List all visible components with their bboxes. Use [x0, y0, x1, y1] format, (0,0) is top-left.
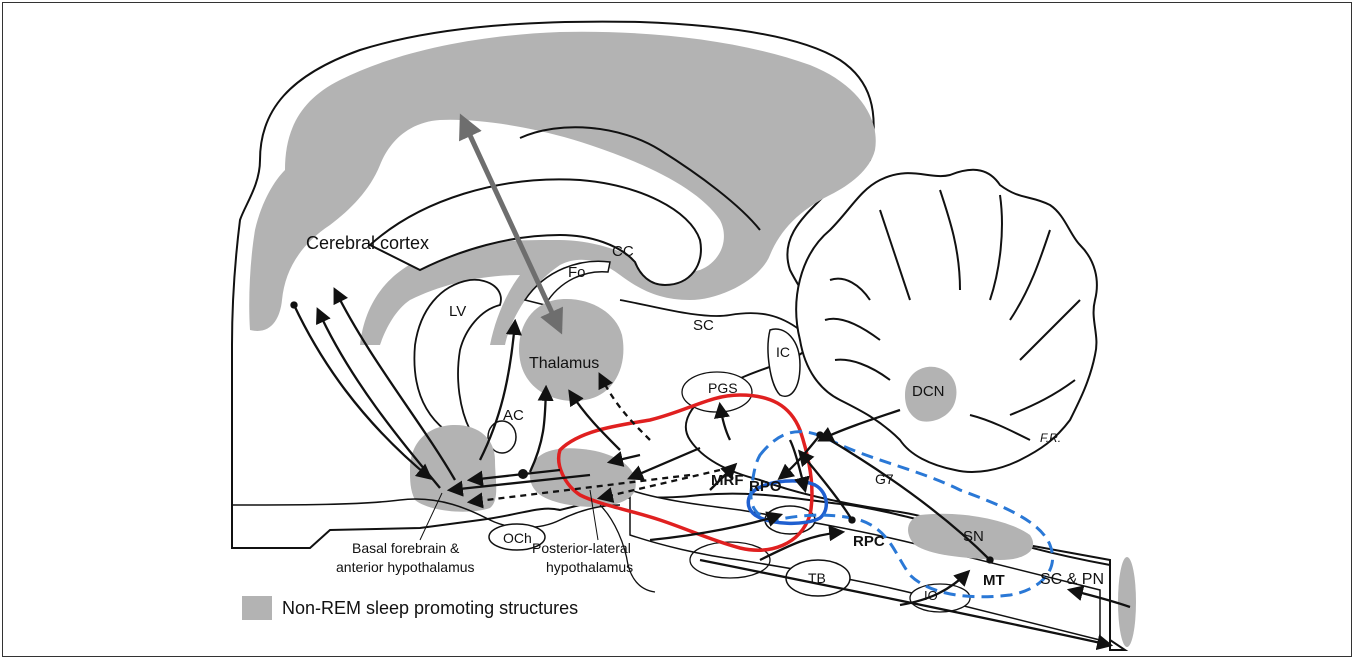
label-och: OCh: [503, 530, 532, 546]
label-sc: SC: [693, 317, 714, 334]
label-dcn: DCN: [912, 383, 945, 400]
label-g7: G7: [875, 471, 894, 487]
label-cc: CC: [612, 243, 634, 260]
label-ic: IC: [776, 344, 790, 360]
label-mrf: MRF: [711, 472, 744, 489]
label-io: IO: [924, 588, 938, 603]
label-sc-pn: SC & PN: [1040, 571, 1104, 588]
legend-label: Non-REM sleep promoting structures: [282, 598, 578, 618]
sc-pn-region: [1118, 557, 1136, 647]
label-mt: MT: [983, 572, 1005, 589]
signature: F.R.: [1040, 431, 1061, 445]
legend-swatch: [242, 596, 272, 620]
label-post-lat-hyp-2: hypothalamus: [546, 559, 633, 575]
label-lv: LV: [449, 303, 466, 320]
label-sn: SN: [963, 528, 984, 545]
label-rpo: RPO: [749, 478, 782, 495]
label-rpc: RPC: [853, 533, 885, 550]
label-basal-forebrain-1: Basal forebrain &: [352, 540, 460, 556]
brainstem: [630, 490, 1100, 640]
thalamus-region: [519, 299, 623, 401]
label-ac: AC: [503, 407, 524, 424]
label-thalamus: Thalamus: [529, 355, 599, 372]
label-post-lat-hyp-1: Posterior-lateral: [532, 540, 631, 556]
cerebellum: [796, 170, 1097, 472]
label-fo: Fo: [568, 264, 586, 281]
label-cerebral-cortex: Cerebral cortex: [306, 233, 429, 253]
label-tb: TB: [808, 570, 826, 586]
label-basal-forebrain-2: anterior hypothalamus: [336, 559, 475, 575]
label-pgs: PGS: [708, 380, 738, 396]
